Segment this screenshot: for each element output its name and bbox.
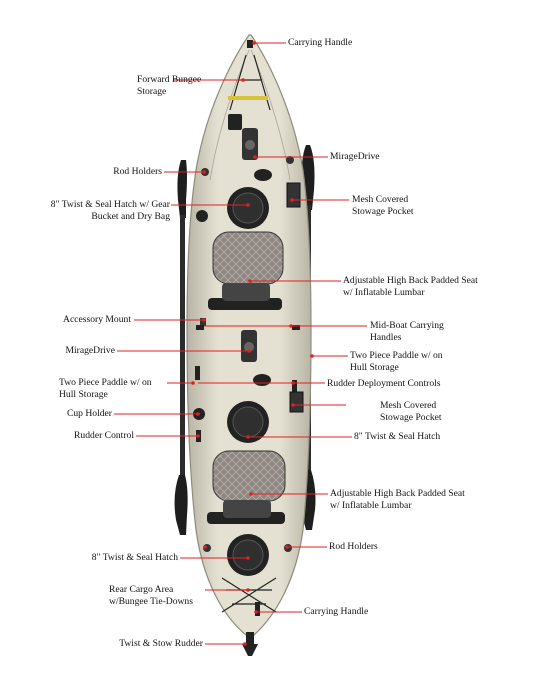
rod-holder-top-right (286, 156, 294, 164)
miragedrive-top (228, 114, 272, 181)
carry-handle-rear (255, 602, 260, 616)
label-rudder-deploy: Rudder Deployment Controls (327, 378, 441, 389)
label-carrying-handle-rear: Carrying Handle (304, 606, 369, 617)
seat-top (208, 231, 284, 310)
mesh-pocket-top (286, 182, 301, 208)
rear-bungee (221, 577, 277, 613)
label-twist-stow-rudder: Twist & Stow Rudder (119, 638, 203, 649)
rudder-deploy-control (292, 380, 297, 392)
label-miragedrive-mid: MirageDrive (65, 345, 115, 356)
mid-handle-left (196, 325, 204, 330)
label-carrying-handle-top: Carrying Handle (288, 37, 353, 48)
label-rod-holders-rear: Rod Holders (329, 541, 378, 552)
hatch-rear (227, 534, 269, 576)
carry-handle-top (247, 40, 253, 48)
anchor-dots (191, 41, 314, 646)
paddle-left (174, 160, 188, 535)
forward-bungee (228, 54, 271, 111)
mid-handle-right (292, 325, 300, 330)
label-miragedrive-top: MirageDrive (330, 151, 380, 162)
paddle-holder-left (195, 366, 200, 380)
leader-lines (114, 42, 367, 645)
hatch-top (227, 187, 269, 229)
seat-rear (207, 450, 286, 524)
accessory-mount (200, 318, 206, 326)
label-rod-holders-top: Rod Holders (113, 166, 162, 177)
mesh-pocket-mid (289, 391, 304, 413)
gear-bucket (196, 210, 208, 222)
label-accessory-mount: Accessory Mount (63, 314, 131, 325)
label-hatch-rear: 8" Twist & Seal Hatch (91, 552, 178, 563)
twist-stow-rudder (242, 632, 258, 656)
hatch-mid (227, 401, 269, 443)
label-hatch-mid: 8" Twist & Seal Hatch (354, 431, 441, 442)
label-rudder-control: Rudder Control (74, 430, 134, 441)
label-cup-holder: Cup Holder (66, 408, 112, 419)
